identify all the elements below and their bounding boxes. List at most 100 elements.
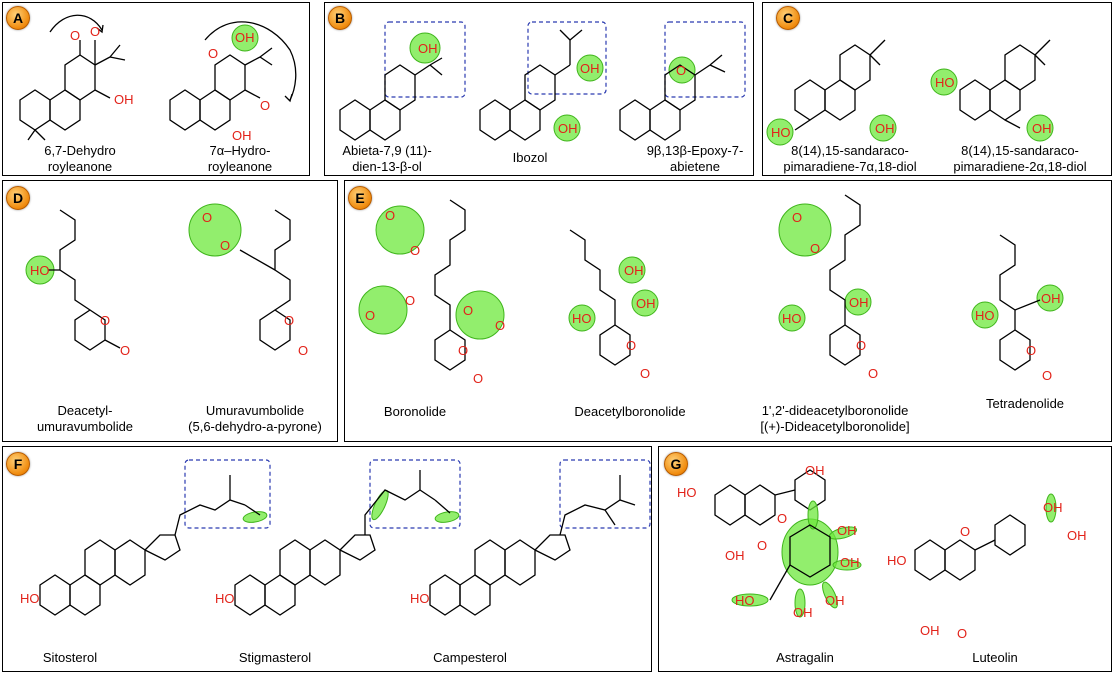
- hydroxyl-label: HO: [215, 591, 235, 606]
- hydroxyl-label: HO: [735, 593, 755, 608]
- compound-label: Tetradenolide: [985, 396, 1065, 411]
- structure-deacetylboronolide: OH OH HO O O: [568, 229, 659, 381]
- structure-stigmasterol: HO: [215, 459, 461, 616]
- structure-sitosterol: HO: [20, 459, 271, 616]
- badge-d: D: [6, 186, 30, 210]
- oxygen-label: O: [626, 338, 636, 353]
- hydroxyl-label: OH: [580, 61, 600, 76]
- badge-b: B: [328, 6, 352, 30]
- oxygen-label: O: [676, 63, 686, 78]
- compound-label: Ibozol: [512, 150, 548, 165]
- oxygen-label: O: [385, 208, 395, 223]
- hydroxyl-label: OH: [825, 593, 845, 608]
- structure-dideacetylboronolide: O O OH HO O O: [778, 194, 878, 381]
- hydroxyl-label: HO: [771, 125, 791, 140]
- compound-label: Luteolin: [972, 650, 1018, 665]
- hydroxyl-label: HO: [975, 308, 995, 323]
- hydroxyl-label: OH: [920, 623, 940, 638]
- oxygen-label: O: [410, 243, 420, 258]
- structure-sandaracopimaradiene-7a-diol: OH HO: [766, 39, 897, 146]
- oxygen-label: O: [458, 343, 468, 358]
- oxygen-label: O: [1042, 368, 1052, 383]
- structure-epoxy-abietene: O: [619, 21, 746, 141]
- oxygen-label: O: [810, 241, 820, 256]
- hydroxyl-label: HO: [887, 553, 907, 568]
- hydroxyl-label: HO: [30, 263, 50, 278]
- hydroxyl-label: HO: [677, 485, 697, 500]
- hydroxyl-label: HO: [782, 311, 802, 326]
- compound-label: Umuravumbolide(5,6-dehydro-a-pyrone): [188, 403, 322, 434]
- oxygen-label: O: [463, 303, 473, 318]
- hydroxyl-label: HO: [935, 75, 955, 90]
- hydroxyl-label: OH: [875, 121, 895, 136]
- hydroxyl-label: OH: [805, 463, 825, 478]
- panel-b: [324, 2, 754, 176]
- oxygen-label: O: [220, 238, 230, 253]
- structure-6-7-dehydroroyleanone: O O OH: [19, 14, 134, 141]
- panel-a: [2, 2, 310, 176]
- hydroxyl-label: OH: [636, 296, 656, 311]
- badge-g: G: [664, 452, 688, 476]
- hydroxyl-label: HO: [20, 591, 40, 606]
- badge-f: F: [6, 452, 30, 476]
- compound-label: Campesterol: [433, 650, 507, 665]
- compound-label: 1',2'-dideacetylboronolide[(+)-Dideacety…: [760, 403, 910, 434]
- structure-sandaracopimaradiene-2a-diol: HO OH: [930, 39, 1054, 142]
- structure-7a-hydroroyleanone: O OH O OH: [169, 21, 297, 143]
- structure-deacetylumuravumbolide: HO O O: [25, 209, 130, 358]
- hydroxyl-label: OH: [558, 121, 578, 136]
- compound-label: Stigmasterol: [238, 650, 312, 665]
- oxygen-label: O: [90, 24, 100, 39]
- oxygen-label: O: [792, 210, 802, 225]
- hydroxyl-label: OH: [232, 128, 252, 143]
- structure-umuravumbolide: O O O O: [188, 203, 308, 358]
- compound-label: 8(14),15-sandaraco-pimaradiene-2α,18-dio…: [953, 143, 1087, 174]
- compound-label: Astragalin: [776, 650, 834, 665]
- hydroxyl-label: OH: [849, 295, 869, 310]
- compound-label: Deacetylboronolide: [574, 404, 686, 419]
- oxygen-label: O: [1026, 343, 1036, 358]
- panel-g: [658, 446, 1112, 672]
- hydroxyl-label: OH: [837, 523, 857, 538]
- oxygen-label: O: [70, 28, 80, 43]
- oxygen-label: O: [208, 46, 218, 61]
- compound-label: 8(14),15-sandaraco-pimaradiene-7α,18-dio…: [783, 143, 917, 174]
- structure-astragalin: OH HO OH O O OH OH OH OH HO: [677, 463, 862, 620]
- hydroxyl-label: HO: [572, 311, 592, 326]
- hydroxyl-label: OH: [793, 605, 813, 620]
- oxygen-label: O: [856, 338, 866, 353]
- oxygen-label: O: [777, 511, 787, 526]
- oxygen-label: O: [365, 308, 375, 323]
- oxygen-label: O: [957, 626, 967, 641]
- compound-label: Deacetyl-umuravumbolide: [36, 403, 134, 434]
- oxygen-label: O: [640, 366, 650, 381]
- compound-label: Sitosterol: [42, 650, 98, 665]
- structure-boronolide: O O O O O O O O: [358, 199, 505, 386]
- oxygen-label: O: [284, 313, 294, 328]
- compound-label: 7α–Hydro-royleanone: [207, 143, 273, 174]
- oxygen-label: O: [405, 293, 415, 308]
- compound-label: Boronolide: [383, 404, 447, 419]
- oxygen-label: O: [757, 538, 767, 553]
- hydroxyl-label: OH: [418, 41, 438, 56]
- badge-e: E: [348, 186, 372, 210]
- panel-f: [2, 446, 652, 672]
- oxygen-label: O: [100, 313, 110, 328]
- hydroxyl-label: OH: [114, 92, 134, 107]
- structure-ibozol: OH OH: [479, 21, 607, 142]
- hydroxyl-label: OH: [1032, 121, 1052, 136]
- structure-abieta-dien-ol: OH: [339, 21, 466, 141]
- structure-luteolin: HO O OH OH OH O: [887, 493, 1087, 641]
- structure-campesterol: HO: [410, 459, 651, 616]
- badge-c: C: [776, 6, 800, 30]
- oxygen-label: O: [473, 371, 483, 386]
- hydroxyl-label: OH: [624, 263, 644, 278]
- hydroxyl-label: OH: [725, 548, 745, 563]
- oxygen-label: O: [202, 210, 212, 225]
- oxygen-label: O: [120, 343, 130, 358]
- hydroxyl-label: HO: [410, 591, 430, 606]
- hydroxyl-label: OH: [840, 555, 860, 570]
- badge-a: A: [6, 6, 30, 30]
- compound-label: Abieta-7,9 (11)-dien-13-β-ol: [342, 143, 432, 174]
